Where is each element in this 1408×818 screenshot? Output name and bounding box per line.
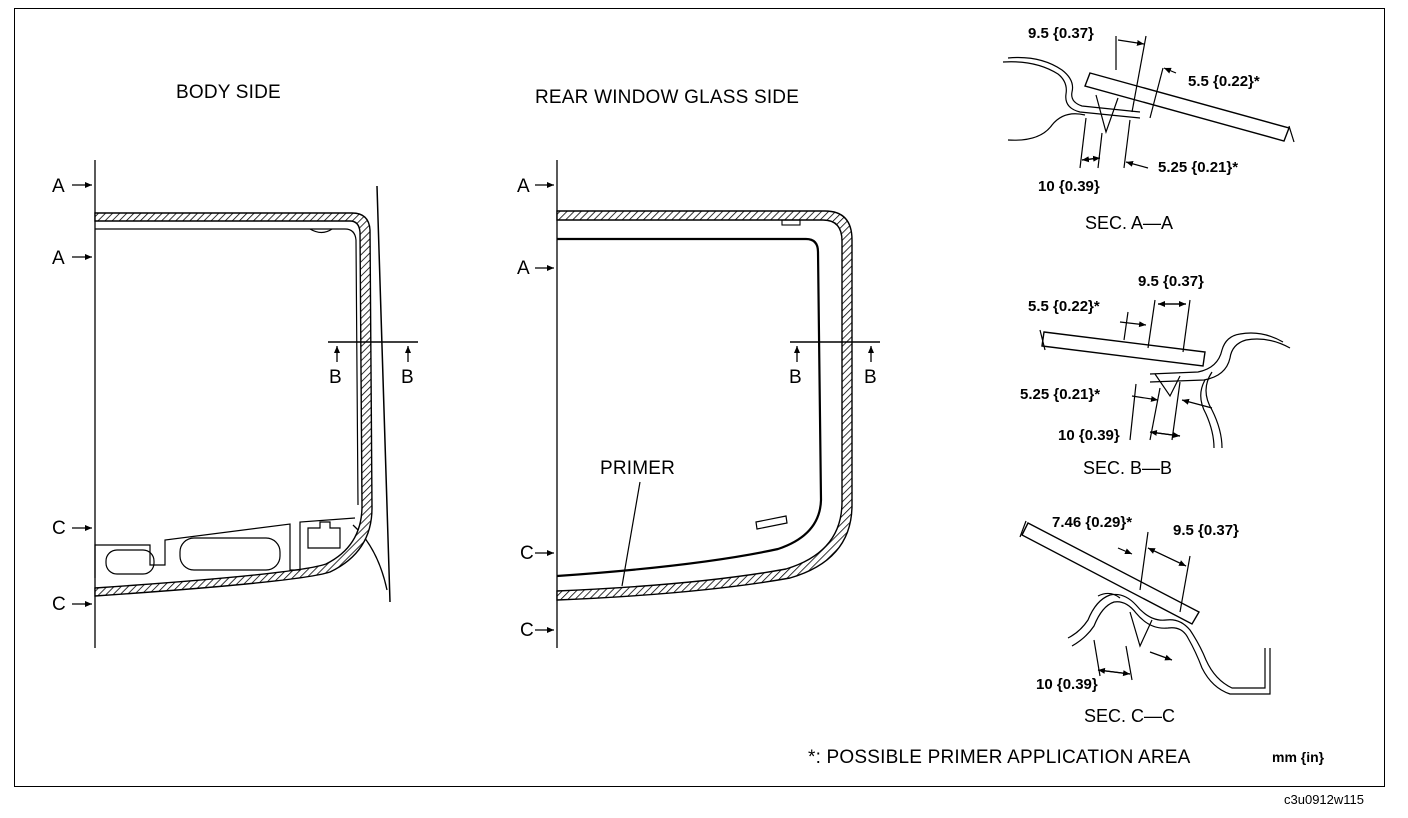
sec-c-dim-bottom: 10 {0.39} — [1036, 676, 1098, 693]
section-b-drawing — [1039, 299, 1291, 449]
sec-a-dim-mid: 5.25 {0.21}* — [1158, 159, 1239, 176]
sec-c-dim-right: 9.5 {0.37} — [1173, 522, 1239, 539]
sec-b-title: SEC. B—B — [1083, 458, 1173, 478]
sec-c-dim-left: 7.46 {0.29}* — [1052, 514, 1133, 531]
body-marker-a2: A — [52, 248, 65, 269]
sec-b-dim-left: 5.5 {0.22}* — [1028, 298, 1100, 315]
body-side-view — [72, 160, 418, 648]
sec-b-dim-bottom: 10 {0.39} — [1058, 427, 1120, 444]
glass-side-view — [535, 160, 880, 648]
primer-label: PRIMER — [600, 458, 676, 479]
sec-c-title: SEC. C—C — [1084, 706, 1176, 726]
glass-marker-a2: A — [517, 258, 530, 279]
body-marker-c1: C — [52, 518, 66, 539]
sec-a-dim-right: 5.5 {0.22}* — [1188, 73, 1260, 90]
sec-a-title: SEC. A—A — [1085, 213, 1174, 233]
section-c-drawing — [1019, 520, 1271, 695]
body-marker-a1: A — [52, 176, 65, 197]
body-side-title: BODY SIDE — [176, 82, 281, 103]
sec-a-dim-bottom: 10 {0.39} — [1038, 178, 1100, 195]
glass-marker-b1: B — [789, 367, 802, 388]
glass-marker-a1: A — [517, 176, 530, 197]
units-label: mm {in} — [1272, 749, 1325, 765]
body-marker-b2: B — [401, 367, 414, 388]
sec-a-dim-top: 9.5 {0.37} — [1028, 25, 1094, 42]
glass-marker-c1: C — [520, 543, 534, 564]
figure-code: c3u0912w115 — [1284, 792, 1364, 807]
sec-b-dim-mid: 5.25 {0.21}* — [1020, 386, 1101, 403]
body-marker-b1: B — [329, 367, 342, 388]
glass-marker-b2: B — [864, 367, 877, 388]
section-a-drawing — [1002, 35, 1295, 169]
diagram-frame — [14, 8, 1385, 787]
sec-b-dim-top: 9.5 {0.37} — [1138, 273, 1204, 290]
glass-marker-c2: C — [520, 620, 534, 641]
body-marker-c2: C — [52, 594, 66, 615]
primer-area-note: *: POSSIBLE PRIMER APPLICATION AREA — [808, 747, 1191, 768]
glass-side-title: REAR WINDOW GLASS SIDE — [535, 87, 800, 108]
